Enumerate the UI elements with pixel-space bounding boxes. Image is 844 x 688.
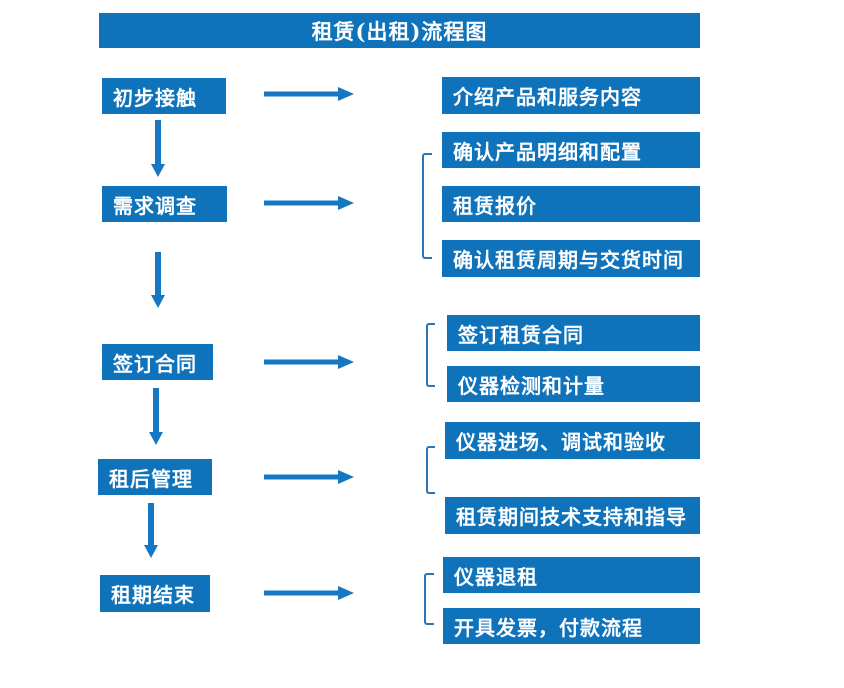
detail-box-instrument-return: 仪器退租 — [443, 557, 700, 593]
group-bracket — [422, 153, 432, 259]
step-box-initial-contact: 初步接触 — [102, 78, 226, 114]
step-box-sign-contract: 签订合同 — [102, 344, 213, 380]
detail-box-confirm-details-config: 确认产品明细和配置 — [442, 132, 700, 168]
down-arrow-icon — [150, 120, 166, 177]
right-arrow-icon — [264, 354, 354, 370]
detail-box-instrument-entry-acceptance: 仪器进场、调试和验收 — [445, 422, 700, 459]
detail-box-instrument-testing: 仪器检测和计量 — [447, 366, 700, 402]
detail-box-rental-quote: 租赁报价 — [442, 186, 700, 222]
detail-box-confirm-period-delivery: 确认租赁周期与交货时间 — [442, 240, 700, 277]
step-box-demand-survey: 需求调查 — [102, 186, 227, 222]
detail-box-intro-products: 介绍产品和服务内容 — [442, 77, 700, 114]
down-arrow-icon — [143, 503, 159, 558]
group-bracket — [426, 446, 435, 494]
group-bracket — [424, 573, 434, 625]
down-arrow-icon — [148, 388, 164, 445]
step-box-post-rental-management: 租后管理 — [98, 459, 212, 495]
detail-box-tech-support: 租赁期间技术支持和指导 — [445, 497, 700, 534]
group-bracket — [426, 323, 435, 387]
right-arrow-icon — [264, 469, 354, 485]
right-arrow-icon — [264, 585, 354, 601]
right-arrow-icon — [264, 86, 354, 102]
down-arrow-icon — [150, 252, 166, 308]
right-arrow-icon — [264, 195, 354, 211]
detail-box-invoice-payment: 开具发票，付款流程 — [443, 608, 700, 644]
detail-box-sign-rental-contract: 签订租赁合同 — [447, 315, 700, 351]
flowchart-title: 租赁(出租)流程图 — [99, 13, 700, 48]
step-box-rental-end: 租期结束 — [100, 575, 210, 612]
